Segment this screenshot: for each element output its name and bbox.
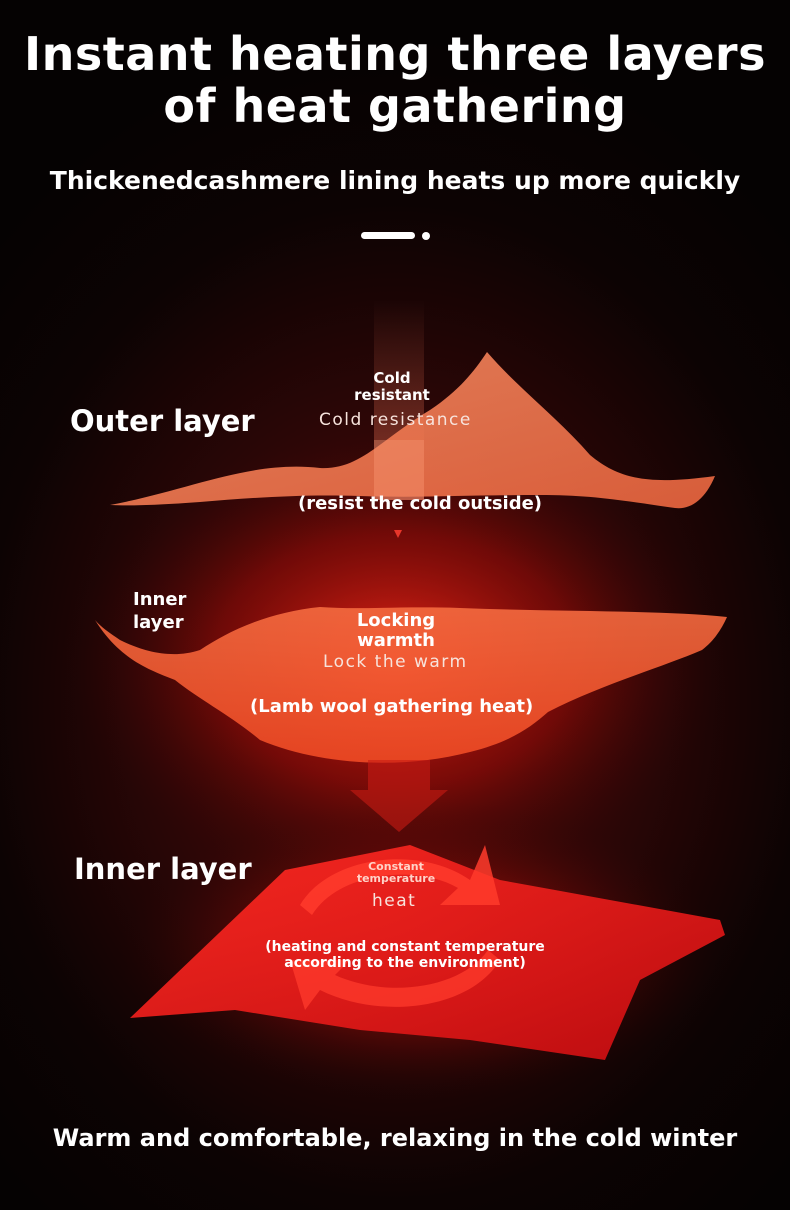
cycle-arrow-top [300, 845, 500, 915]
inner-layer-shape [130, 845, 725, 1060]
outer-layer-label: Outer layer [70, 404, 255, 438]
footer-tagline: Warm and comfortable, relaxing in the co… [52, 1124, 738, 1152]
page-title: Instant heating three layers of heat gat… [0, 28, 790, 132]
middle-note: (Lamb wool gathering heat) [250, 696, 534, 717]
middle-feature: Lock the warm [323, 652, 468, 672]
outer-feature: Cold resistance [319, 410, 472, 430]
outer-note: (resist the cold outside) [298, 493, 543, 514]
subtitle: Thickenedcashmere lining heats up more q… [49, 166, 741, 195]
outer-tag-line-1: Cold [373, 369, 411, 387]
outer-tag: Cold resistant [340, 370, 444, 404]
title-line-1: Instant heating three layers [24, 27, 766, 81]
inner-tag-line-1: Constant [368, 860, 424, 873]
inner-layer-label: Inner layer [74, 852, 252, 886]
middle-layer-shape [95, 607, 727, 763]
middle-label-line-1: Inner [133, 589, 187, 610]
title-line-2: of heat gathering [163, 79, 627, 133]
middle-tag-line-2: warmth [357, 630, 435, 651]
middle-label-line-2: layer [133, 612, 184, 633]
divider-dash [361, 232, 415, 239]
middle-tag-line-1: Locking [356, 610, 436, 631]
down-arrow [350, 760, 448, 832]
pointer-mark [394, 530, 402, 538]
outer-layer-shape [110, 352, 715, 509]
inner-tag: Constant temperature [352, 861, 440, 885]
inner-feature: heat [372, 891, 417, 911]
middle-layer-label: Inner layer [133, 588, 186, 634]
outer-tag-line-2: resistant [354, 386, 430, 404]
inner-note: (heating and constant temperature accord… [245, 939, 565, 971]
inner-note-line-2: according to the environment) [284, 955, 526, 971]
middle-tag: Locking warmth [340, 611, 452, 651]
cycle-arrow-bottom [290, 950, 500, 1010]
divider-dot [422, 232, 430, 240]
inner-note-line-1: (heating and constant temperature [265, 939, 545, 955]
inner-tag-line-2: temperature [356, 872, 436, 885]
